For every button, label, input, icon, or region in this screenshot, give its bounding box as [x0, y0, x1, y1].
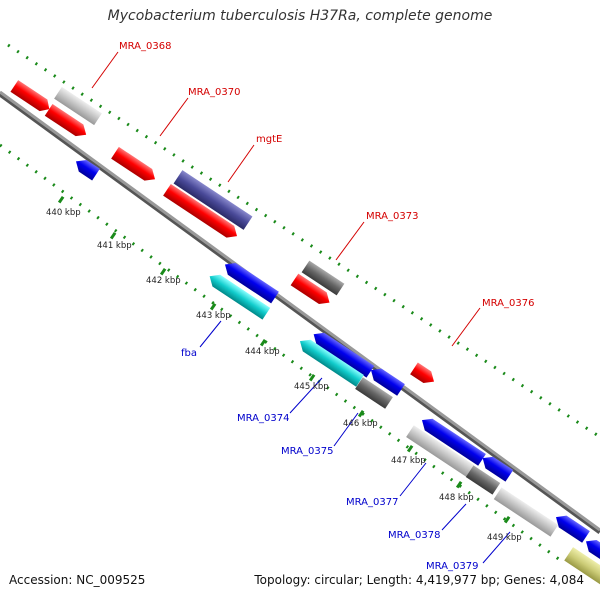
tick-label: 448 kbp [439, 493, 474, 503]
gene-mra-0378-block[interactable] [465, 465, 501, 495]
gene-khaki-block[interactable] [564, 547, 600, 585]
tick-labels: 440 kbp 441 kbp 442 kbp 443 kbp 444 kbp … [46, 208, 522, 543]
label-leaders [91, 51, 511, 564]
gene-label-mra-0378[interactable]: MRA_0378 [388, 530, 440, 541]
tick-mark [455, 480, 463, 489]
gene-blue-0377[interactable] [418, 414, 486, 466]
tick-label: 446 kbp [343, 419, 378, 429]
gene-blue-0375[interactable] [367, 364, 405, 396]
gene-label-mra-0375[interactable]: MRA_0375 [281, 446, 333, 457]
gene-blue-small[interactable] [72, 156, 100, 181]
gene-blue-0378[interactable] [479, 452, 514, 482]
gene-blue-0379[interactable] [552, 511, 590, 543]
gene-label-mra-0377[interactable]: MRA_0377 [346, 497, 398, 508]
tick-label: 440 kbp [46, 208, 81, 218]
tick-mark [357, 409, 365, 418]
gene-blue-edge[interactable] [582, 536, 600, 561]
gene-label-mra-0379[interactable]: MRA_0379 [426, 561, 478, 572]
gene-features [10, 80, 600, 585]
accession-text: Accession: NC_009525 [9, 573, 146, 587]
gene-red-long[interactable] [163, 183, 241, 242]
gene-mra-0379-block[interactable] [493, 487, 559, 537]
backbone [0, 90, 600, 532]
gene-label-fba[interactable]: fba [181, 348, 197, 359]
tick-marks [57, 195, 511, 524]
inner-guide-line [0, 143, 561, 562]
gene-mra-0373-block[interactable] [301, 260, 345, 296]
gene-label-mra-0374[interactable]: MRA_0374 [237, 413, 289, 424]
tick-mark [57, 195, 65, 204]
genome-summary-text: Topology: circular; Length: 4,419,977 bp… [254, 573, 584, 587]
tick-label: 445 kbp [294, 382, 329, 392]
tick-label: 441 kbp [97, 241, 132, 251]
tick-mark [159, 267, 167, 276]
gene-red-upper[interactable] [44, 104, 90, 141]
tick-label: 449 kbp [487, 533, 522, 543]
backbone-shadow [0, 91, 600, 535]
tick-label: 444 kbp [245, 347, 280, 357]
tick-mark [259, 338, 267, 347]
gene-label-mra-0370[interactable]: MRA_0370 [188, 87, 240, 98]
tick-mark [406, 444, 414, 453]
gene-label-mra-0376[interactable]: MRA_0376 [482, 298, 534, 309]
gene-mra-0370-block[interactable] [111, 146, 159, 185]
gene-blue-fba-upper[interactable] [221, 259, 279, 304]
gene-mgte-block[interactable] [173, 170, 253, 230]
gene-mra-0375-block[interactable] [355, 377, 393, 409]
gene-mra-0376-block[interactable] [410, 362, 438, 388]
gene-mra-0377-block[interactable] [406, 425, 474, 477]
gene-label-mra-0373[interactable]: MRA_0373 [366, 211, 418, 222]
gene-labels: MRA_0368 MRA_0370 mgtE MRA_0373 MRA_0376… [119, 41, 534, 572]
tick-label: 443 kbp [196, 311, 231, 321]
map-title: Mycobacterium tuberculosis H37Ra, comple… [107, 8, 493, 24]
gene-label-mgte[interactable]: mgtE [256, 134, 282, 145]
tick-mark [109, 231, 117, 240]
gene-red-0373[interactable] [290, 273, 334, 309]
tick-label: 447 kbp [391, 456, 426, 466]
gene-blue-0374[interactable] [310, 328, 375, 378]
gene-grey-upper[interactable] [54, 86, 102, 126]
gene-fba-block[interactable] [206, 270, 271, 320]
tick-mark [308, 373, 316, 382]
gene-mra-0374-block[interactable] [296, 335, 364, 387]
gene-label-mra-0368[interactable]: MRA_0368 [119, 41, 171, 52]
gene-mra-0368-block[interactable] [10, 80, 53, 115]
tick-mark [503, 515, 511, 524]
tick-label: 442 kbp [146, 276, 181, 286]
tick-mark [209, 302, 217, 311]
